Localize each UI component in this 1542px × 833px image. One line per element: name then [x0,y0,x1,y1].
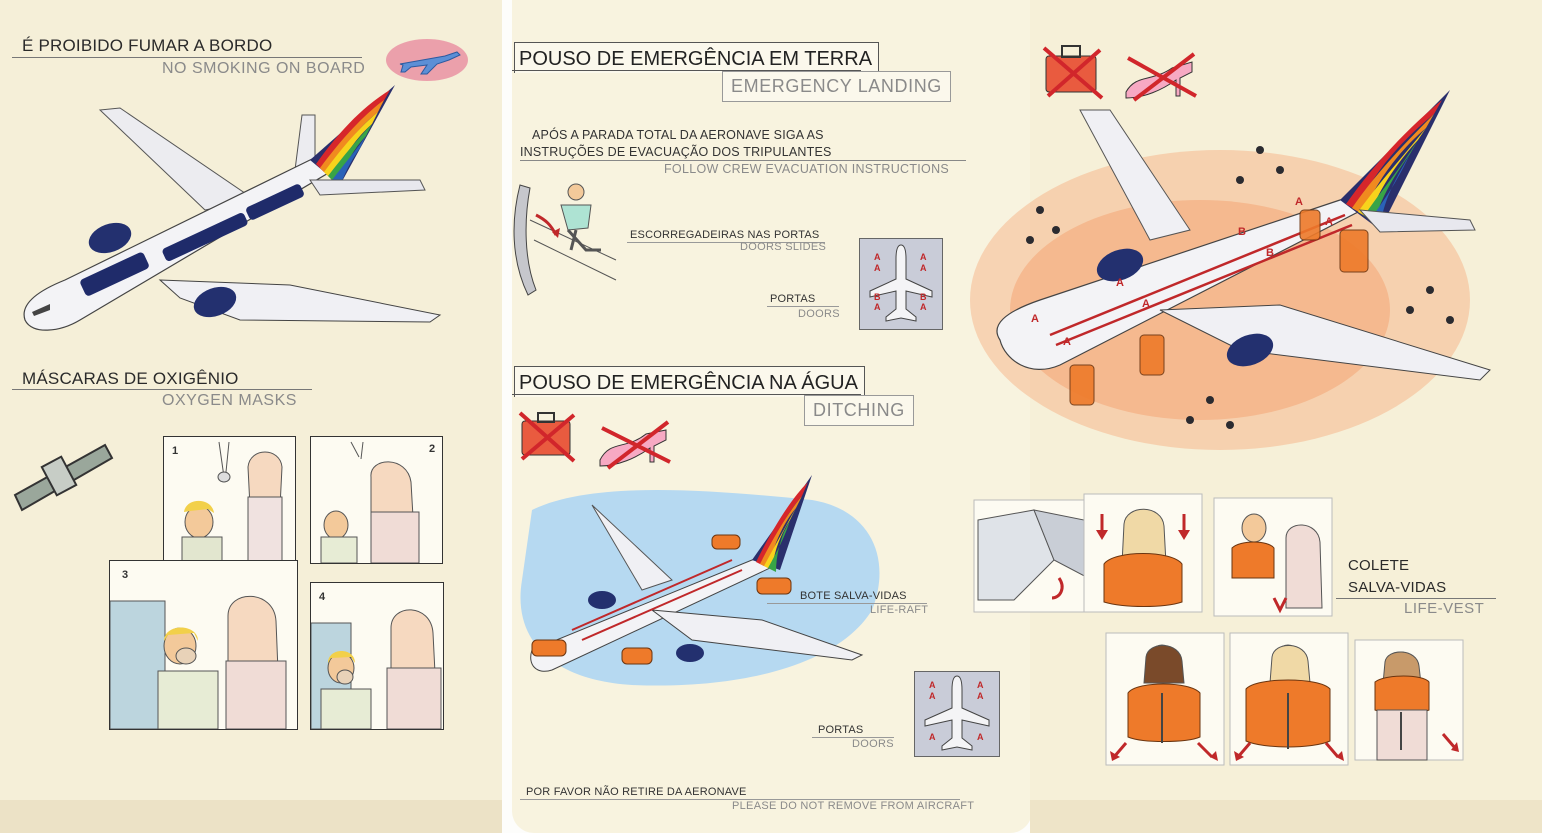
high-heel-crossed-icon [599,420,671,470]
raft-label-en: LIFE-RAFT [870,604,929,616]
divider [812,737,894,738]
door-label: A [929,691,936,701]
vest-assist-child-illustration [1213,497,1333,617]
ditching-title-en: DITCHING [804,395,914,426]
ditching-illustration [520,475,880,686]
airplane-icon [386,39,468,81]
oxygen-step-4-frame: 4 [310,582,444,730]
airplane-cutaway-illustration [23,85,442,331]
exit-label: B [1238,226,1246,238]
panel-left: É PROIBIDO FUMAR A BORDO NO SMOKING ON B… [0,0,502,833]
step-number: 2 [429,443,436,455]
step-number: 4 [319,591,326,603]
divider [512,70,861,71]
door-label: A [977,680,984,690]
divider [1336,598,1496,599]
vest-whistle-light-illustration [1354,639,1464,761]
evac-text-en: FOLLOW CREW EVACUATION INSTRUCTIONS [664,162,950,176]
seatbelt-icon [13,443,114,512]
oxygen-step-2-frame: 2 [310,436,443,564]
exit-label: A [1295,196,1303,208]
door-label: A [874,252,881,262]
door-label: A [920,302,927,312]
briefcase-crossed-icon [518,411,576,463]
door-label: A [874,302,881,312]
evacuation-illustration [970,90,1491,450]
door-diagram-water: A A A A A A [914,671,1000,757]
evac-text-pt-2: INSTRUÇÕES DE EVACUAÇÃO DOS TRIPULANTES [520,145,832,159]
evac-text-pt-1: APÓS A PARADA TOTAL DA AERONAVE SIGA AS [532,128,824,142]
door-label: A [977,732,984,742]
no-smoking-title-en: NO SMOKING ON BOARD [162,60,366,77]
divider [520,799,960,800]
oxygen-title-en: OXYGEN MASKS [162,392,297,409]
oxygen-step-3-frame: 3 [109,560,298,730]
divider [12,57,362,58]
oxygen-title-pt: MÁSCARAS DE OXIGÊNIO [22,369,239,388]
door-label: A [977,691,984,701]
slides-label-pt: ESCORREGADEIRAS NAS PORTAS [630,229,820,241]
high-heel-crossed-icon [1125,52,1197,102]
doors-label-en: DOORS [798,308,840,320]
rainbow-tail [752,475,812,572]
divider [627,242,825,243]
doors2-label-en: DOORS [852,738,894,750]
doors-label-pt: PORTAS [770,293,816,305]
divider [12,389,312,390]
door-label: A [929,680,936,690]
vest-title-pt-1: COLETE [1348,557,1410,574]
step-number: 3 [122,569,129,581]
no-smoking-title-pt: É PROIBIDO FUMAR A BORDO [22,36,273,55]
panel-right: A A B B A A A A COLETE SALVA-VIDAS LIFE-… [970,0,1542,833]
oxygen-step-1-frame: 1 [163,436,296,564]
exit-label: A [1031,313,1039,325]
landing-title-en: EMERGENCY LANDING [722,71,951,102]
panel-middle: POUSO DE EMERGÊNCIA EM TERRA EMERGENCY L… [512,0,1032,833]
ditching-title-pt: POUSO DE EMERGÊNCIA NA ÁGUA [514,366,865,397]
exit-label: A [1063,336,1071,348]
raft-label-pt: BOTE SALVA-VIDAS [800,590,907,602]
landing-title-pt: POUSO DE EMERGÊNCIA EM TERRA [514,42,880,73]
door-label: A [920,263,927,273]
divider [512,394,861,395]
slides-label-en: DOORS SLIDES [740,241,827,253]
divider [520,160,966,161]
footer-pt: POR FAVOR NÃO RETIRE DA AERONAVE [526,786,747,798]
slide-evacuation-illustration [513,183,617,296]
doors2-label-pt: PORTAS [818,724,864,736]
vest-pull-straps-illustration [1105,632,1225,766]
panel-shadow-strip [1030,800,1542,833]
briefcase-crossed-icon [1042,45,1104,100]
step-number: 1 [172,445,179,457]
divider [767,603,927,604]
vest-inflate-illustration [1229,632,1349,766]
rainbow-tail [310,85,395,186]
door-label: A [874,263,881,273]
door-label: B [920,292,927,302]
panel-shadow-strip [0,800,502,833]
vest-title-en: LIFE-VEST [1404,600,1485,617]
exit-label: A [1116,277,1124,289]
door-label: A [929,732,936,742]
footer-en: PLEASE DO NOT REMOVE FROM AIRCRAFT [732,800,975,812]
door-label: B [874,292,881,302]
exit-label: B [1266,247,1274,259]
door-diagram-land: A A A A B B A A [859,238,943,330]
vest-over-head-illustration [1083,493,1203,613]
exit-label: A [1325,216,1333,228]
door-label: A [920,252,927,262]
vest-title-pt-2: SALVA-VIDAS [1348,579,1447,596]
divider [767,306,839,307]
rainbow-tail [1340,90,1450,230]
exit-label: A [1142,298,1150,310]
